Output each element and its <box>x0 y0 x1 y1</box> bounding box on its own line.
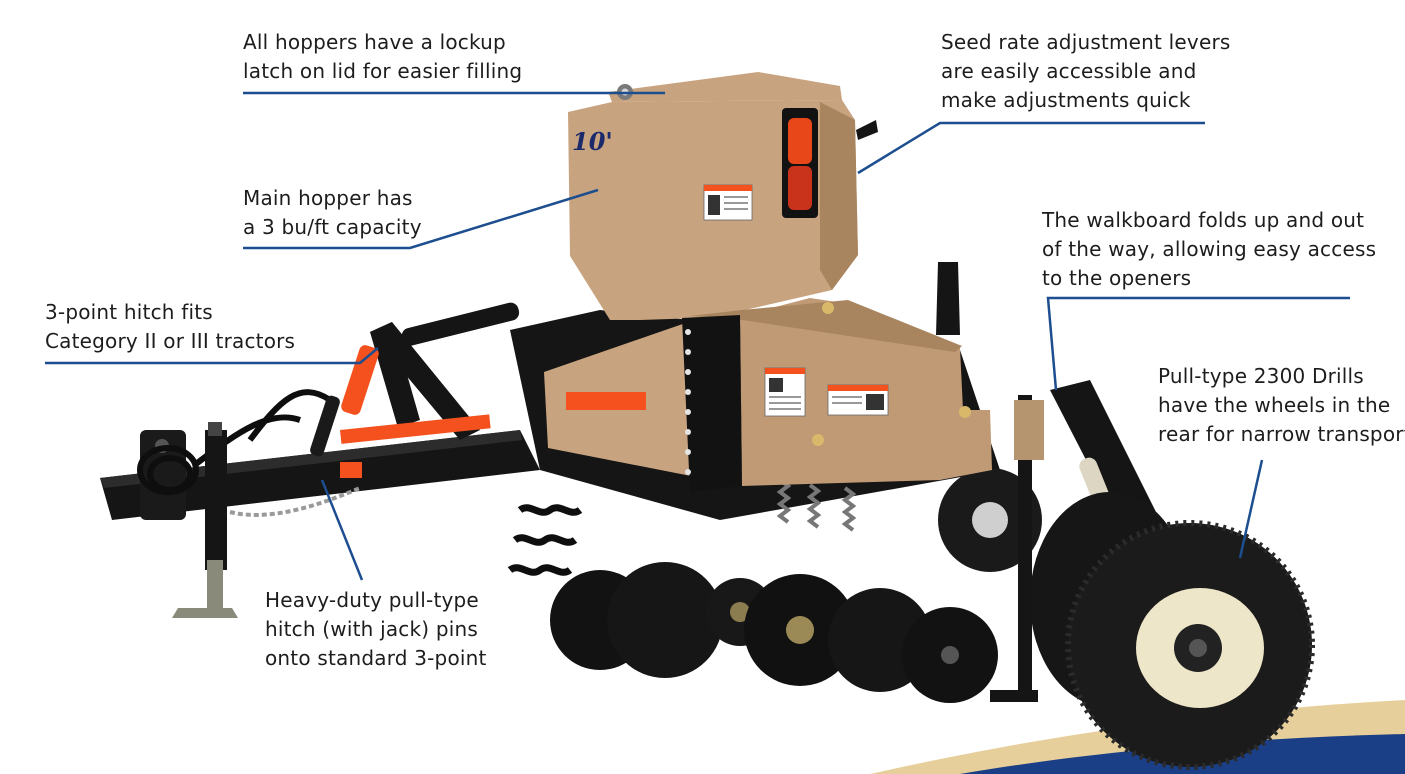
side-plate-bolts <box>685 329 691 475</box>
hopper-knob <box>959 406 971 418</box>
opener-disc-rear-hub <box>972 502 1008 538</box>
top-link <box>401 302 520 346</box>
callout-three-point-hitch: 3-point hitch fits Category II or III tr… <box>45 298 295 356</box>
callout-line: make adjustments quick <box>941 88 1191 112</box>
lower-box-top-edge <box>690 300 962 352</box>
warning-decal-icon <box>764 367 806 417</box>
opener-disc-hub <box>786 616 814 644</box>
hopper-lid <box>608 72 842 102</box>
callout-walkboard: The walkboard folds up and out of the wa… <box>1042 206 1376 293</box>
callout-line: The walkboard folds up and out <box>1042 208 1365 232</box>
tire-tread <box>1065 520 1315 770</box>
callout-heavy-duty-hitch: Heavy-duty pull-type hitch (with jack) p… <box>265 586 487 673</box>
walkboard-step <box>990 690 1038 702</box>
pull-type-hitch <box>100 389 540 618</box>
callout-line: hitch (with jack) pins <box>265 617 478 641</box>
leader-heavy-duty <box>320 479 364 581</box>
hopper-knob <box>812 434 824 446</box>
seed-rate-lever <box>856 120 878 140</box>
leader-main-hopper <box>243 188 599 250</box>
opener-disc-hub <box>941 646 959 664</box>
leader-walkboard <box>1046 296 1350 391</box>
transport-wheels <box>1030 492 1315 770</box>
callout-line: of the way, allowing easy access <box>1042 237 1377 261</box>
jack-foot-post <box>207 560 223 608</box>
opener-disc <box>607 562 723 678</box>
warning-decal-icon <box>703 184 753 221</box>
leader-three-point <box>45 347 379 365</box>
callout-line: a 3 bu/ft capacity <box>243 215 422 239</box>
leader-seed-rate <box>857 121 1205 175</box>
hopper-size-label: 10' <box>572 127 613 156</box>
wheel-hub-cap <box>1189 639 1207 657</box>
hydraulic-cylinder-icon <box>310 345 379 457</box>
lower-link <box>340 414 491 444</box>
opener-springs <box>776 478 857 532</box>
closing-springs <box>507 504 583 576</box>
three-point-hitch <box>310 302 520 457</box>
callout-line: Main hopper has <box>243 186 413 210</box>
warning-decal-icon <box>827 384 889 416</box>
callout-line: 3-point hitch fits <box>45 300 213 324</box>
opener-disc-hub <box>730 602 750 622</box>
leader-pull-type <box>1238 459 1264 559</box>
callout-line: All hoppers have a lockup <box>243 30 506 54</box>
callout-line: have the wheels in the <box>1158 393 1391 417</box>
opener-discs <box>550 468 1042 703</box>
callout-leaders <box>45 91 1350 581</box>
tongue-reflector <box>340 462 362 478</box>
walkboard-post <box>1018 395 1032 695</box>
callout-line: Pull-type 2300 Drills <box>1158 364 1364 388</box>
hitch-jack <box>172 422 238 618</box>
hydraulic-hoses <box>137 389 332 495</box>
callout-main-hopper: Main hopper has a 3 bu/ft capacity <box>243 184 422 242</box>
jack-handle <box>208 422 222 436</box>
callout-seed-rate: Seed rate adjustment levers are easily a… <box>941 28 1231 115</box>
callout-line: Category II or III tractors <box>45 329 296 353</box>
tail-light-icon <box>782 108 818 218</box>
safety-chain <box>229 486 361 517</box>
callout-line: to the openers <box>1042 266 1192 290</box>
callout-pull-type: Pull-type 2300 Drills have the wheels in… <box>1158 362 1405 449</box>
jack-tube <box>205 430 227 570</box>
callout-line: Heavy-duty pull-type <box>265 588 479 612</box>
seed-hopper: 10' <box>544 72 992 492</box>
hitch-a-frame-right <box>370 322 420 428</box>
hopper-side-shade <box>820 102 858 290</box>
callout-line: are easily accessible and <box>941 59 1197 83</box>
hopper-reflector-strip <box>566 392 646 410</box>
hopper-knob <box>822 302 834 314</box>
rear-marker-paddle <box>936 262 960 335</box>
walkboard-bracket <box>1014 400 1044 460</box>
jack-foot <box>172 608 238 618</box>
callout-line: rear for narrow transport <box>1158 422 1405 446</box>
side-plate <box>682 315 742 492</box>
callout-line: latch on lid for easier filling <box>243 59 523 83</box>
callout-line: onto standard 3-point <box>265 646 487 670</box>
callout-line: Seed rate adjustment levers <box>941 30 1231 54</box>
callout-lid-latch: All hoppers have a lockup latch on lid f… <box>243 28 522 86</box>
